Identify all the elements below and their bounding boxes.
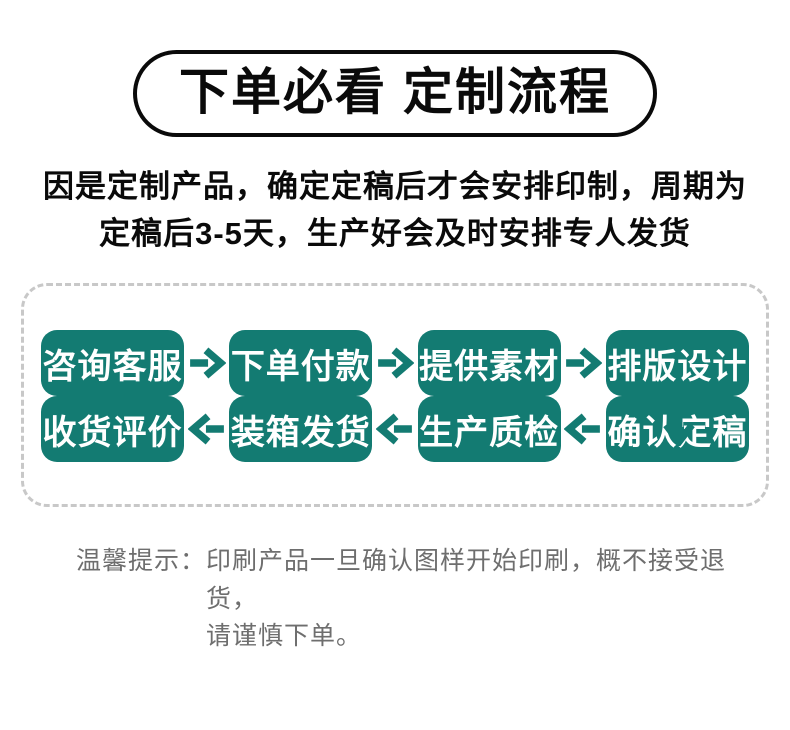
title-banner: 下单必看 定制流程: [133, 50, 657, 137]
arrow-left-icon: [375, 413, 414, 445]
flow-step-design: 排版设计: [605, 330, 749, 397]
flow-step-consult: 咨询客服: [41, 330, 184, 397]
flow-step-review: 收货评价: [41, 396, 184, 463]
note-line-1: 印刷产品一旦确认图样开始印刷，概不接受退货，: [206, 547, 727, 613]
arrow-down-icon: [663, 400, 695, 447]
process-flowchart: 咨询客服 下单付款 提供素材 排版设计: [21, 283, 769, 508]
flow-step-label: 下单付款: [230, 347, 371, 386]
arrow-right-icon: [376, 347, 414, 379]
flow-step-label: 提供素材: [419, 347, 560, 386]
intro-line-2: 定稿后3-5天，生产好会及时安排专人发货: [99, 216, 691, 252]
flow-step-label: 咨询客服: [42, 347, 183, 386]
arrow-right-icon: [564, 347, 603, 379]
page-title: 下单必看 定制流程: [179, 64, 611, 120]
intro-line-1: 因是定制产品，确定定稿后才会安排印制，周期为: [43, 169, 747, 204]
flow-step-label: 装箱发货: [230, 413, 371, 452]
flow-step-label: 排版设计: [607, 347, 748, 386]
warm-tip-note: 温馨提示： 印刷产品一旦确认图样开始印刷，概不接受退货， 请谨慎下单。: [76, 543, 750, 656]
flow-row-top: 咨询客服 下单付款 提供素材 排版设计: [41, 330, 749, 397]
note-line-2: 请谨慎下单。: [206, 622, 363, 651]
flow-step-label: 收货评价: [42, 413, 183, 452]
flow-step-qc: 生产质检: [417, 396, 561, 463]
note-label: 温馨提示：: [76, 547, 207, 576]
flow-step-ship: 装箱发货: [229, 396, 373, 463]
flow-step-label: 生产质检: [419, 413, 560, 452]
flow-row-bottom: 收货评价 装箱发货 生产质检 确认定稿: [41, 396, 749, 463]
arrow-left-icon: [564, 413, 602, 445]
note-body: 印刷产品一旦确认图样开始印刷，概不接受退货， 请谨慎下单。: [206, 543, 750, 656]
intro-text: 因是定制产品，确定定稿后才会安排印制，周期为 定稿后3-5天，生产好会及时安排专…: [0, 163, 790, 257]
flow-step-material: 提供素材: [417, 330, 561, 397]
arrow-left-icon: [187, 413, 226, 445]
flow-step-pay: 下单付款: [229, 330, 373, 397]
arrow-right-icon: [188, 347, 226, 379]
